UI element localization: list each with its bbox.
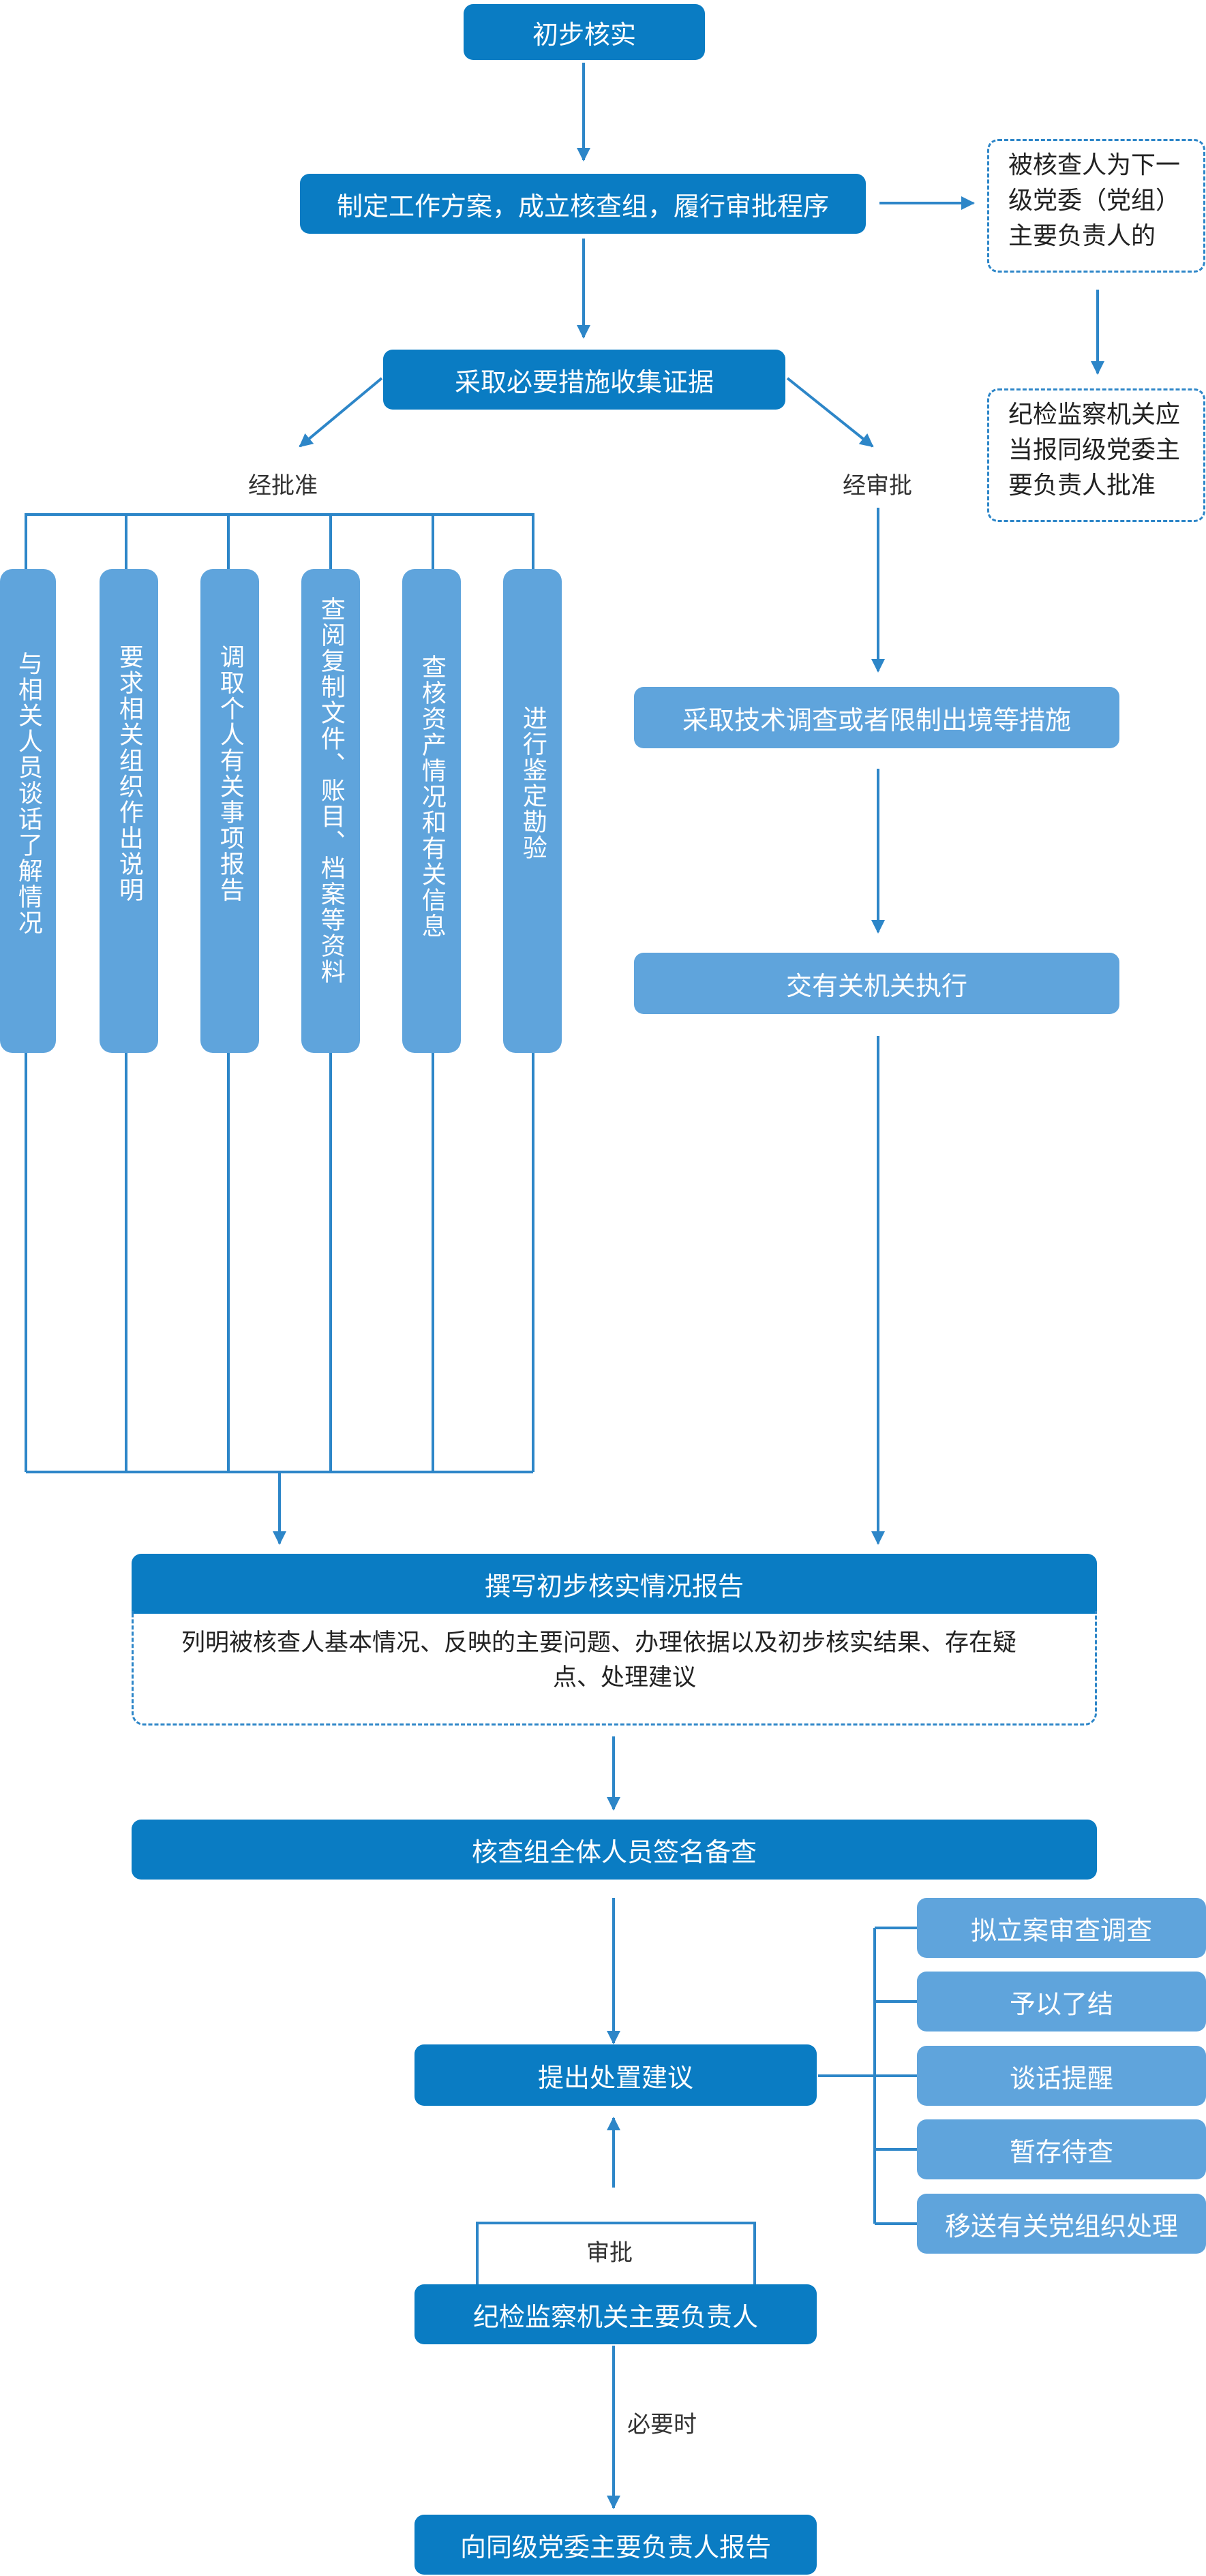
report-box: 撰写初步核实情况报告 xyxy=(132,1554,1097,1614)
start-box: 初步核实 xyxy=(464,4,705,60)
option-hold-label: 暂存待查 xyxy=(1009,2136,1113,2167)
measure-talk-label: 与相关人员谈话了解情况 xyxy=(14,651,42,936)
label-approval: 审批 xyxy=(586,2239,633,2267)
option-investigate-label: 拟立案审查调查 xyxy=(970,1915,1152,1946)
leader-box: 纪检监察机关主要负责人 xyxy=(414,2284,817,2344)
side-note-1-line-3: 主要负责人的 xyxy=(1008,222,1156,251)
option-hold: 暂存待查 xyxy=(917,2119,1206,2179)
option-investigate: 拟立案审查调查 xyxy=(917,1898,1206,1958)
label-approved: 经批准 xyxy=(248,472,318,500)
side-note-requirement: 纪检监察机关应 当报同级党委主 要负责人批准 xyxy=(987,388,1205,522)
report-label: 撰写初步核实情况报告 xyxy=(484,1571,744,1601)
start-label: 初步核实 xyxy=(532,19,636,50)
option-close-label: 予以了结 xyxy=(1009,1989,1113,2019)
side-note-2-line-3: 要负责人批准 xyxy=(1008,472,1156,500)
tech-measures-label: 采取技术调查或者限制出境等措施 xyxy=(682,705,1071,735)
report-detail-line-2: 点、处理建议 xyxy=(552,1663,696,1691)
measure-explain-label: 要求相关组织作出说明 xyxy=(115,644,143,903)
propose-label: 提出处置建议 xyxy=(537,2062,693,2093)
report-detail-line-1: 列明被核查人基本情况、反映的主要问题、办理依据以及初步核实结果、存在疑 xyxy=(181,1629,1017,1657)
side-note-condition: 被核查人为下一 级党委（党组） 主要负责人的 xyxy=(987,139,1205,273)
option-transfer-label: 移送有关党组织处理 xyxy=(944,2211,1178,2241)
execute-box: 交有关机关执行 xyxy=(634,953,1119,1014)
final-report-label: 向同级党委主要负责人报告 xyxy=(459,2532,771,2562)
plan-label: 制定工作方案，成立核查组，履行审批程序 xyxy=(336,191,829,221)
option-reminder-label: 谈话提醒 xyxy=(1009,2063,1113,2094)
option-transfer: 移送有关党组织处理 xyxy=(917,2194,1206,2254)
option-reminder: 谈话提醒 xyxy=(917,2046,1206,2106)
side-note-1-line-2: 级党委（党组） xyxy=(1008,187,1181,215)
tech-measures-box: 采取技术调查或者限制出境等措施 xyxy=(634,687,1119,748)
plan-box: 制定工作方案，成立核查组，履行审批程序 xyxy=(300,174,866,234)
label-when-needed: 必要时 xyxy=(627,2411,697,2438)
measure-talk: 与相关人员谈话了解情况 xyxy=(0,569,56,1053)
option-close: 予以了结 xyxy=(917,1972,1206,2031)
collect-evidence-box: 采取必要措施收集证据 xyxy=(383,350,785,410)
side-note-2-line-2: 当报同级党委主 xyxy=(1008,436,1181,465)
final-report-box: 向同级党委主要负责人报告 xyxy=(414,2515,817,2575)
measure-personal-report: 调取个人有关事项报告 xyxy=(200,569,259,1053)
measure-appraisal: 进行鉴定勘验 xyxy=(503,569,562,1053)
report-detail-box: 列明被核查人基本情况、反映的主要问题、办理依据以及初步核实结果、存在疑 点、处理… xyxy=(132,1611,1097,1726)
measure-explain: 要求相关组织作出说明 xyxy=(100,569,158,1053)
measure-assets-label: 查核资产情况和有关信息 xyxy=(417,654,446,939)
leader-label: 纪检监察机关主要负责人 xyxy=(472,2301,758,2332)
label-reviewed: 经审批 xyxy=(843,472,912,500)
side-note-1-line-1: 被核查人为下一 xyxy=(1008,151,1181,179)
propose-box: 提出处置建议 xyxy=(414,2044,817,2106)
measure-documents-label: 查阅复制文件、账目、档案等资料 xyxy=(316,596,345,985)
side-note-2-line-1: 纪检监察机关应 xyxy=(1008,401,1181,429)
collect-evidence-label: 采取必要措施收集证据 xyxy=(454,367,714,397)
sign-box: 核查组全体人员签名备查 xyxy=(132,1820,1097,1880)
execute-label: 交有关机关执行 xyxy=(785,970,967,1001)
measure-documents: 查阅复制文件、账目、档案等资料 xyxy=(301,569,360,1053)
sign-label: 核查组全体人员签名备查 xyxy=(471,1837,757,1867)
measure-personal-report-label: 调取个人有关事项报告 xyxy=(215,644,244,903)
measure-assets: 查核资产情况和有关信息 xyxy=(402,569,461,1053)
measure-appraisal-label: 进行鉴定勘验 xyxy=(518,705,547,861)
